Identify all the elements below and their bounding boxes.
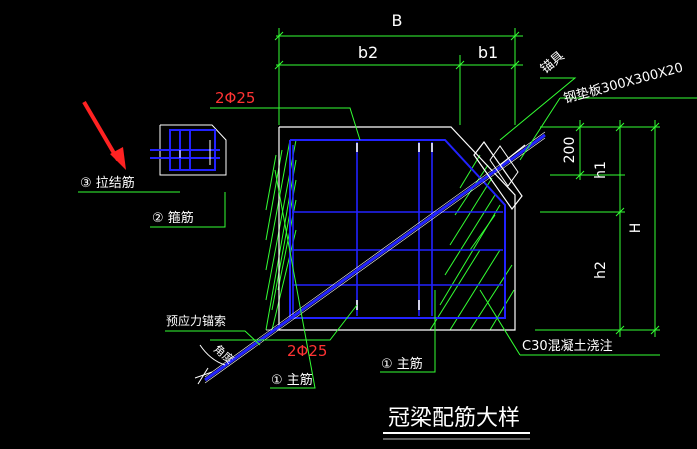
- angle-mark: [194, 344, 226, 385]
- mini-section: [150, 124, 227, 176]
- label-bottom-bars: 2Φ25: [287, 342, 327, 360]
- dim-b1: b1: [478, 43, 498, 62]
- rebar-hooks: [356, 143, 433, 310]
- label-concrete: C30混凝土浇注: [522, 338, 613, 354]
- red-arrow-annotation: [82, 100, 126, 170]
- beam-outline: [266, 126, 516, 331]
- leader-lines: [78, 77, 697, 389]
- dimension-right: [535, 120, 660, 337]
- label-anchor: 锚具: [538, 49, 568, 77]
- dim-200: 200: [562, 137, 578, 164]
- label-top-bars: 2Φ25: [215, 89, 255, 107]
- label-stirrup: ② 箍筋: [152, 210, 194, 226]
- dim-b2: b2: [358, 43, 378, 62]
- label-main-bar-left: ① 主筋: [271, 372, 313, 388]
- dim-h2: h2: [593, 261, 609, 279]
- label-plate: 钢垫板300X300X20: [562, 60, 685, 107]
- label-tie-bar: ③ 拉结筋: [80, 175, 135, 191]
- anchor-plate: [473, 140, 526, 211]
- label-main-bar-right: ① 主筋: [381, 356, 423, 372]
- title-underline: [383, 432, 530, 440]
- dimension-top: [274, 28, 523, 125]
- anchor-cable: [204, 131, 546, 384]
- dim-h1: h1: [593, 161, 609, 179]
- concrete-hatch: [265, 139, 515, 331]
- dim-H: H: [628, 223, 644, 234]
- drawing-title: 冠梁配筋大样: [388, 406, 520, 431]
- label-tendon: 预应力锚索: [166, 313, 226, 328]
- dim-B: B: [392, 11, 403, 30]
